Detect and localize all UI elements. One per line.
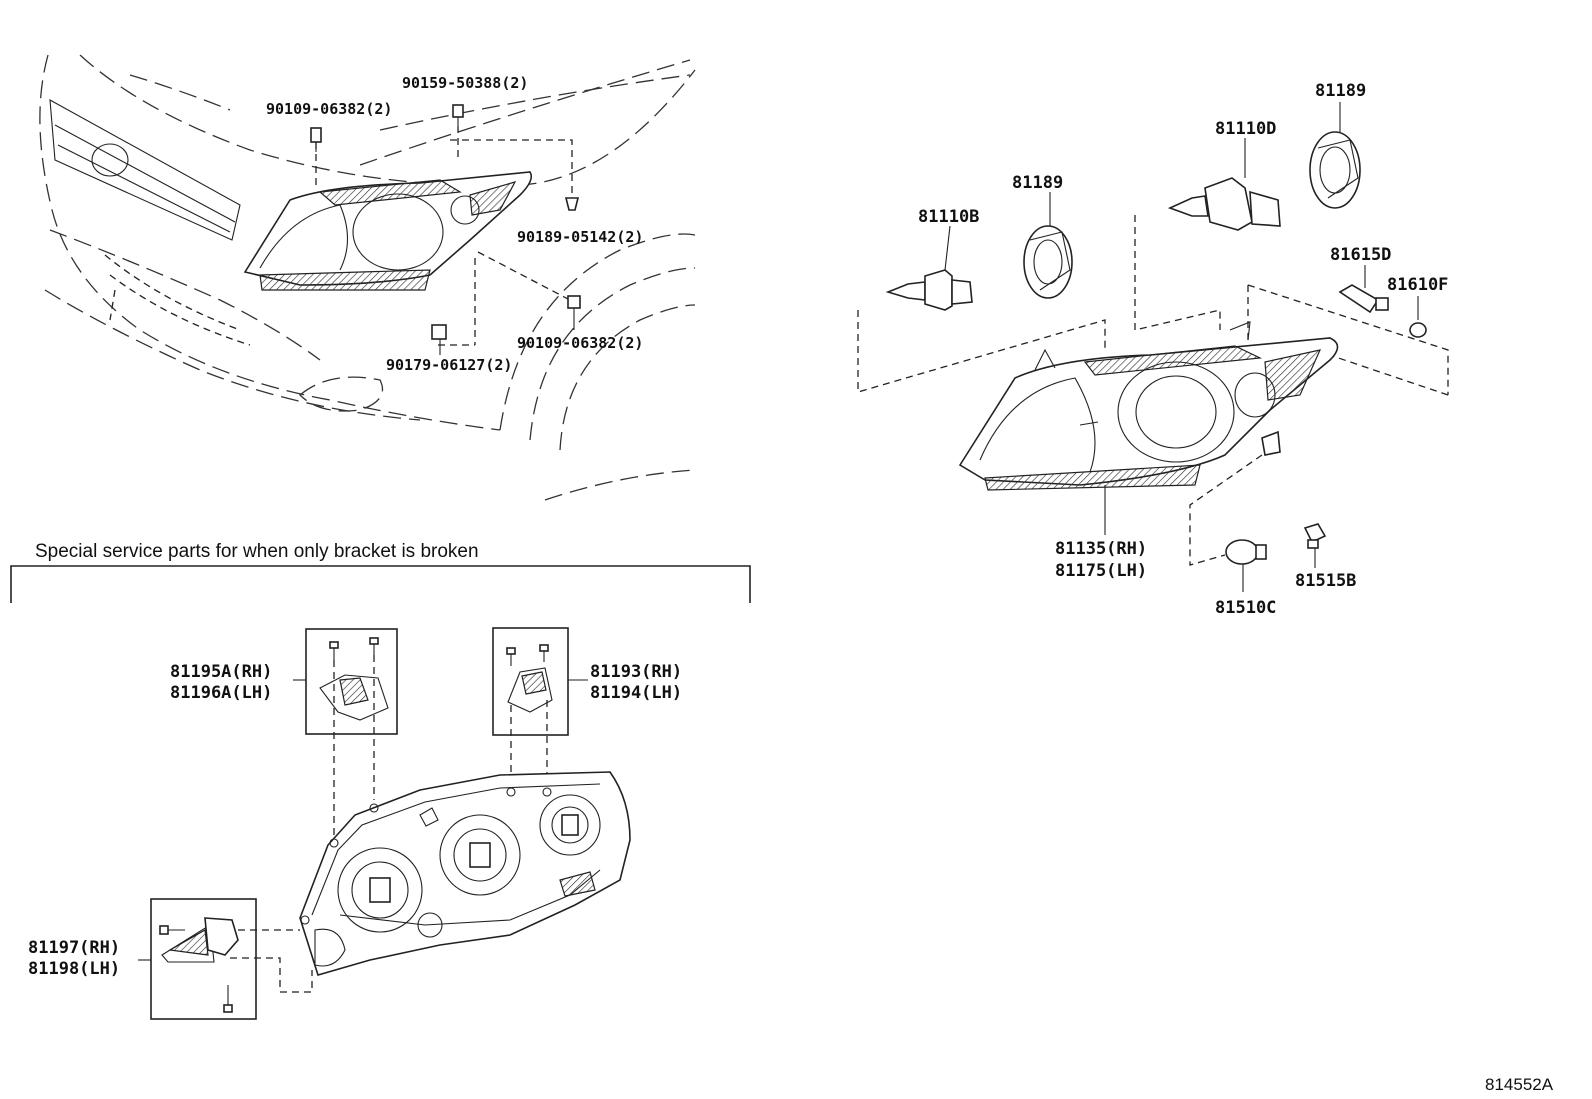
bolt-icon xyxy=(310,127,322,185)
bolt-icon xyxy=(369,637,379,655)
bulb-icon xyxy=(1225,539,1267,565)
section-bracket-line xyxy=(10,565,751,603)
bulb-icon xyxy=(1167,177,1281,231)
label-bolt-lower: 90109-06382(2) xyxy=(517,334,643,352)
label-cap-mid: 81189 xyxy=(1012,173,1063,193)
socket-icon xyxy=(1303,523,1327,549)
label-bulb-b: 81110B xyxy=(918,207,979,227)
socket-cap-icon xyxy=(1309,131,1361,209)
bracket-box-c xyxy=(150,898,313,1020)
bulb-icon xyxy=(885,269,973,311)
headlamp-assembly xyxy=(958,321,1339,491)
socket-icon xyxy=(1338,284,1389,314)
socket-cap-icon xyxy=(1023,225,1073,299)
clip-icon xyxy=(450,139,580,211)
label-bulb-f: 81610F xyxy=(1387,275,1448,295)
label-screw-top: 90159-50388(2) xyxy=(402,74,528,92)
label-bracket-c-lh: 81198(LH) xyxy=(28,959,120,979)
label-bracket-c-rh: 81197(RH) xyxy=(28,938,120,958)
label-cap-top: 81189 xyxy=(1315,81,1366,101)
nut-icon xyxy=(431,258,476,346)
bolt-icon xyxy=(477,251,581,330)
bolt-icon xyxy=(329,641,339,660)
label-bulb-c: 81510C xyxy=(1215,598,1276,618)
label-nut-lower: 90179-06127(2) xyxy=(386,356,512,374)
car-front-view xyxy=(39,54,696,501)
label-socket-d: 81615D xyxy=(1330,245,1391,265)
bolt-icon xyxy=(223,985,233,1013)
label-bolt-left: 90109-06382(2) xyxy=(266,100,392,118)
bracket-box-a xyxy=(305,628,398,840)
bolt-icon xyxy=(452,104,464,160)
headlamp-rear-view xyxy=(299,771,631,976)
bulb-icon xyxy=(1409,322,1427,338)
section-heading: Special service parts for when only brac… xyxy=(35,541,479,562)
label-unit-rh: 81135(RH) xyxy=(1055,539,1147,559)
label-bracket-b-rh: 81193(RH) xyxy=(590,662,682,682)
bolt-icon xyxy=(539,644,549,662)
label-bracket-a-rh: 81195A(RH) xyxy=(170,662,272,682)
bolt-icon xyxy=(159,925,185,935)
label-socket-b: 81515B xyxy=(1295,571,1356,591)
diagram-id: 814552A xyxy=(1485,1075,1554,1094)
label-bracket-b-lh: 81194(LH) xyxy=(590,683,682,703)
label-bulb-d: 81110D xyxy=(1215,119,1276,139)
bolt-icon xyxy=(506,647,516,666)
headlamp-exploded-view xyxy=(857,102,1449,592)
label-unit-lh: 81175(LH) xyxy=(1055,561,1147,581)
label-bracket-a-lh: 81196A(LH) xyxy=(170,683,272,703)
label-clip-right: 90189-05142(2) xyxy=(517,228,643,246)
bracket-box-b xyxy=(492,627,569,790)
